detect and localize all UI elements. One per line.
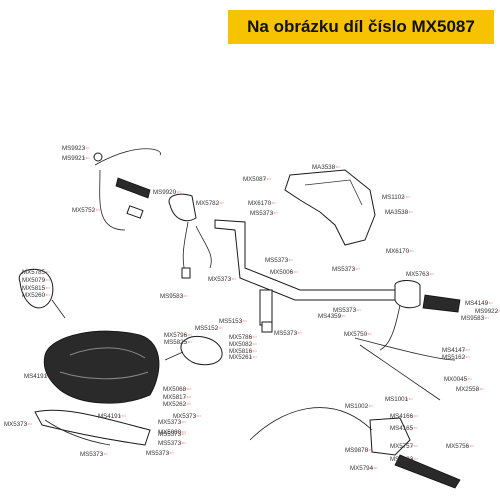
brake-lever-assembly xyxy=(249,407,461,489)
part-label: MS4383 xyxy=(390,456,414,463)
part-label: MS5825 xyxy=(164,339,188,346)
part-label: MS9923 xyxy=(62,145,86,152)
handlebar xyxy=(214,219,396,333)
part-label: MS1002 xyxy=(345,403,369,410)
part-label: MS5153 xyxy=(219,318,243,325)
front-handlebar-cover xyxy=(43,330,160,404)
banner-text: Na obrázku díl číslo MX5087 xyxy=(247,17,475,36)
part-label: MX5816 xyxy=(229,348,253,355)
part-label: MX5785 xyxy=(22,269,46,276)
part-label: MX5757 xyxy=(390,443,414,450)
part-label: MS4191 xyxy=(24,373,48,380)
part-label: MX5080 xyxy=(158,429,182,436)
part-label: MX5815 xyxy=(22,285,46,292)
part-label: MS5373 xyxy=(265,257,289,264)
part-label: MS4359 xyxy=(318,313,342,320)
part-label: MS4191 xyxy=(98,413,122,420)
part-label: MS5373 xyxy=(158,440,182,447)
lower-handlebar-cover xyxy=(34,409,151,446)
part-label: MX5763 xyxy=(406,271,430,278)
part-label: MX5087 xyxy=(243,176,267,183)
part-label: MS9583 xyxy=(461,315,485,322)
part-label: MX2558 xyxy=(456,386,480,393)
part-label: MX0045 xyxy=(444,376,468,383)
part-label: MS5373 xyxy=(250,210,274,217)
part-label: MS5162 xyxy=(442,354,466,361)
part-label: MS5373 xyxy=(146,450,170,457)
part-label: MX5373 xyxy=(208,276,232,283)
part-label: MS4165 xyxy=(390,425,414,432)
part-label: MS5373 xyxy=(158,431,182,438)
part-label: MS5373 xyxy=(274,330,298,337)
part-label: MX5750 xyxy=(344,331,368,338)
part-label: MX5262 xyxy=(163,401,187,408)
part-label: MX6170 xyxy=(386,248,410,255)
part-label: MS1001 xyxy=(385,396,409,403)
throttle-housing xyxy=(168,193,212,279)
part-label: MS5373 xyxy=(333,307,357,314)
part-label: MS9921 xyxy=(62,155,86,162)
part-label: MX5373 xyxy=(173,413,197,420)
cables xyxy=(354,337,456,401)
part-label: MX5786 xyxy=(229,334,253,341)
part-label: MX5082 xyxy=(229,341,253,348)
part-label: MA3538 xyxy=(385,209,409,216)
part-label: MX5782 xyxy=(196,200,220,207)
right-mirror xyxy=(164,336,223,366)
part-label: MS4147 xyxy=(442,347,466,354)
part-label: MS5373 xyxy=(332,266,356,273)
part-label: MX5261 xyxy=(229,354,253,361)
right-switch-assembly xyxy=(379,280,461,351)
part-label: MS1102 xyxy=(382,194,405,201)
part-label: MX5260 xyxy=(22,292,46,299)
part-label: MX5068 xyxy=(163,386,187,393)
part-label: MX5794 xyxy=(350,465,374,472)
part-label: MS9922 xyxy=(475,308,499,315)
part-label: MX5373 xyxy=(4,421,28,428)
rear-handlebar-cover-mx5087 xyxy=(284,169,376,246)
part-number-banner: Na obrázku díl číslo MX5087 xyxy=(228,10,494,44)
left-mirror xyxy=(18,268,66,319)
part-labels: MS9923MS9921MS9920MX5752MX5782MS9583MX53… xyxy=(4,145,500,472)
part-label: MX5373 xyxy=(158,419,182,426)
part-label: MX5796 xyxy=(164,332,188,339)
part-label: MS4149 xyxy=(465,300,489,307)
part-label: MS5152 xyxy=(195,325,219,332)
part-label: MX5006 xyxy=(270,269,294,276)
left-grip-assembly xyxy=(93,148,162,231)
part-label: MX5817 xyxy=(163,394,187,401)
part-label: MS9878 xyxy=(345,447,369,454)
part-label: MS4166 xyxy=(390,413,414,420)
part-label: MX6170 xyxy=(248,200,272,207)
part-label: MS9920 xyxy=(153,189,177,196)
part-label: MX5079 xyxy=(22,277,46,284)
part-label: MX5752 xyxy=(72,207,96,214)
part-label: MS5373 xyxy=(80,451,104,458)
part-label: MS9583 xyxy=(160,293,184,300)
part-label: MA3538 xyxy=(312,164,336,171)
part-label: MX5756 xyxy=(446,443,470,450)
